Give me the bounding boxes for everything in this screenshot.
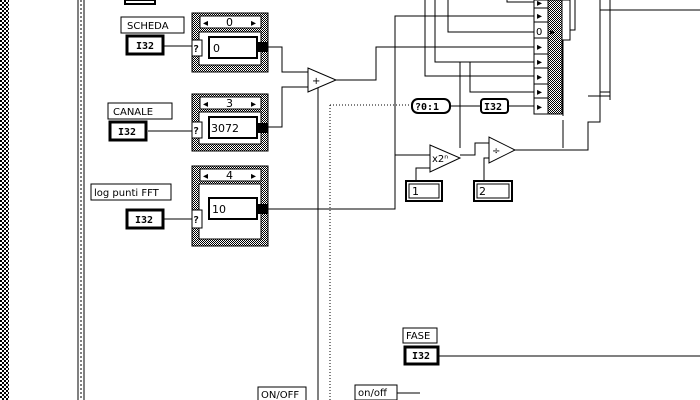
scheda-label: SCHEDA — [127, 21, 169, 32]
case-constant-value: 0 — [213, 42, 220, 55]
case-selector-value: 0 — [226, 16, 233, 29]
outer-structure-border — [0, 0, 85, 400]
power-constant[interactable]: 1 — [405, 180, 443, 202]
bundle-input-icon: ▸ — [537, 42, 542, 53]
on-off-upper-control[interactable]: ON/OFF — [257, 386, 307, 400]
case-decrement-icon[interactable]: ◂ — [203, 18, 208, 29]
to-i32-node[interactable]: I32 — [480, 98, 509, 114]
power-2-icon: x2ⁿ — [432, 154, 448, 165]
bundle-input-icon: ▸ — [537, 57, 542, 68]
scale-by-power-2-node[interactable]: x2ⁿ — [429, 144, 462, 173]
case-structure-log-fft[interactable]: ◂ ▸ 4 10 ? — [191, 165, 269, 247]
canale-control[interactable]: CANALE I32 — [107, 102, 173, 142]
divide-icon: ÷ — [492, 146, 500, 157]
case-decrement-icon[interactable]: ◂ — [203, 171, 208, 182]
case-selector-value: 3 — [226, 97, 233, 110]
wires — [148, 0, 700, 400]
to-i32-icon: I32 — [484, 102, 502, 113]
log-punti-fft-label: log punti FFT — [94, 188, 160, 199]
partial-terminal-top — [124, 0, 156, 5]
power-constant-value: 1 — [412, 185, 419, 198]
on-off-lower-label: on/off — [358, 388, 388, 399]
case-constant-value: 10 — [212, 203, 226, 216]
divide-node[interactable]: ÷ — [488, 136, 517, 164]
case-constant-value: 3072 — [211, 122, 239, 135]
scheda-i32-terminal: I32 — [136, 41, 154, 52]
bundle-input-icon: ▸ — [537, 102, 542, 113]
case-selector-terminal: ? — [193, 215, 199, 226]
bundle-input-icon: ▸ — [537, 87, 542, 98]
add-node[interactable]: + — [307, 67, 338, 93]
canale-i32-terminal: I32 — [118, 127, 136, 138]
case-structure-canale[interactable]: ◂ ▸ 3 3072 ? — [191, 93, 269, 152]
bundle-output-icon: ▸ — [550, 27, 555, 38]
bool-to-int-icon: ?0:1 — [415, 102, 439, 113]
case-increment-icon[interactable]: ▸ — [251, 171, 256, 182]
fase-label: FASE — [406, 331, 430, 342]
fase-i32-terminal: I32 — [412, 351, 430, 362]
on-off-lower-control[interactable]: on/off — [354, 384, 398, 400]
bundle-input-icon: ▸ — [537, 11, 542, 22]
fase-control[interactable]: FASE I32 — [402, 327, 440, 366]
on-off-upper-label: ON/OFF — [261, 390, 299, 400]
bool-to-int-node[interactable]: ?0:1 — [411, 98, 451, 114]
case-selector-terminal: ? — [193, 126, 199, 137]
divide-constant[interactable]: 2 — [473, 180, 513, 202]
bundle-node[interactable]: ▸ ▸ 0 ▸ ▸ ▸ ▸ ▸ ▸ — [533, 0, 571, 115]
bundle-zero-element: 0 — [536, 27, 542, 38]
bundle-input-icon: ▸ — [537, 0, 542, 9]
add-icon: + — [312, 76, 320, 87]
scheda-control[interactable]: SCHEDA I32 — [120, 16, 185, 56]
case-selector-value: 4 — [226, 169, 233, 182]
case-decrement-icon[interactable]: ◂ — [203, 99, 208, 110]
case-increment-icon[interactable]: ▸ — [251, 99, 256, 110]
bundle-input-icon: ▸ — [537, 72, 542, 83]
log-punti-fft-i32-terminal: I32 — [135, 215, 153, 226]
case-selector-terminal: ? — [193, 44, 199, 55]
case-structure-scheda[interactable]: ◂ ▸ 0 0 ? — [191, 12, 269, 73]
log-punti-fft-control[interactable]: log punti FFT I32 — [90, 183, 172, 230]
case-increment-icon[interactable]: ▸ — [251, 18, 256, 29]
divide-constant-value: 2 — [479, 185, 486, 198]
canale-label: CANALE — [113, 107, 153, 118]
